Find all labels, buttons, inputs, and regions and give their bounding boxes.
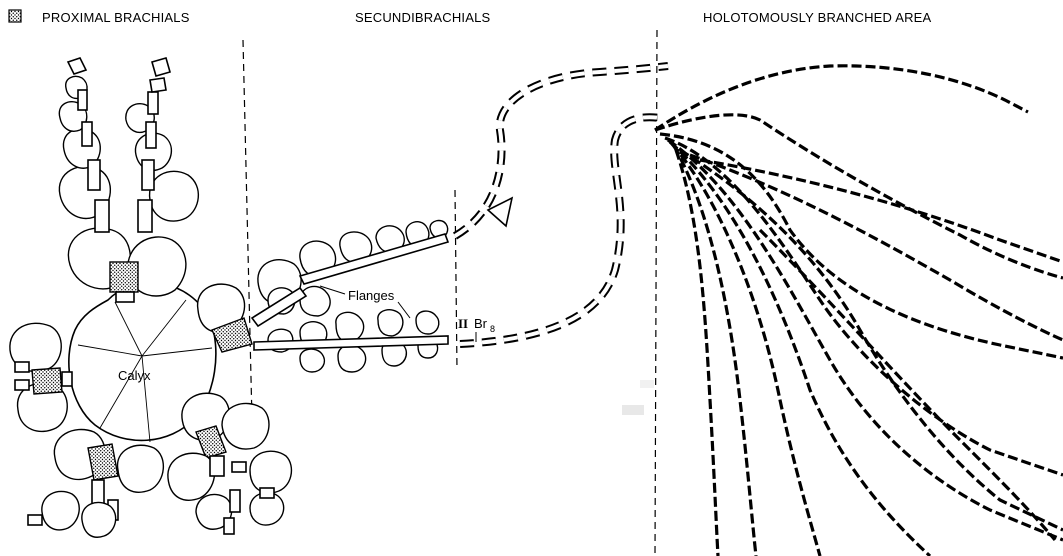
s-curved-arm	[455, 66, 668, 344]
stippled-square-icon	[9, 10, 21, 22]
lower-left-arms	[28, 430, 163, 538]
proximal-brachial-left	[32, 368, 62, 394]
divider-middle	[455, 190, 457, 370]
legend: PROXIMAL BRACHIALS	[9, 10, 190, 25]
divider-right	[655, 30, 657, 556]
br-label-text: Br	[474, 316, 488, 331]
legend-label: PROXIMAL BRACHIALS	[42, 10, 190, 25]
left-arms	[10, 323, 72, 431]
holotomous-branches	[655, 66, 1063, 556]
br-label-subscript: 8	[490, 324, 495, 334]
br-label-numeral: II	[458, 316, 468, 331]
flanges-label: Flanges	[348, 288, 395, 303]
calyx-label: Calyx	[118, 368, 151, 383]
right-arms: Flanges II Br 8	[198, 221, 495, 372]
lower-right-arms	[168, 393, 292, 534]
header-holotomous: HOLOTOMOUSLY BRANCHED AREA	[703, 10, 932, 25]
smudge	[622, 380, 654, 415]
proximal-brachial-lower-left	[88, 444, 118, 480]
header-secundibrachials: SECUNDIBRACHIALS	[355, 10, 491, 25]
divider-left	[243, 40, 252, 420]
proximal-brachial-upper	[110, 262, 138, 292]
upper-arms	[59, 58, 198, 302]
